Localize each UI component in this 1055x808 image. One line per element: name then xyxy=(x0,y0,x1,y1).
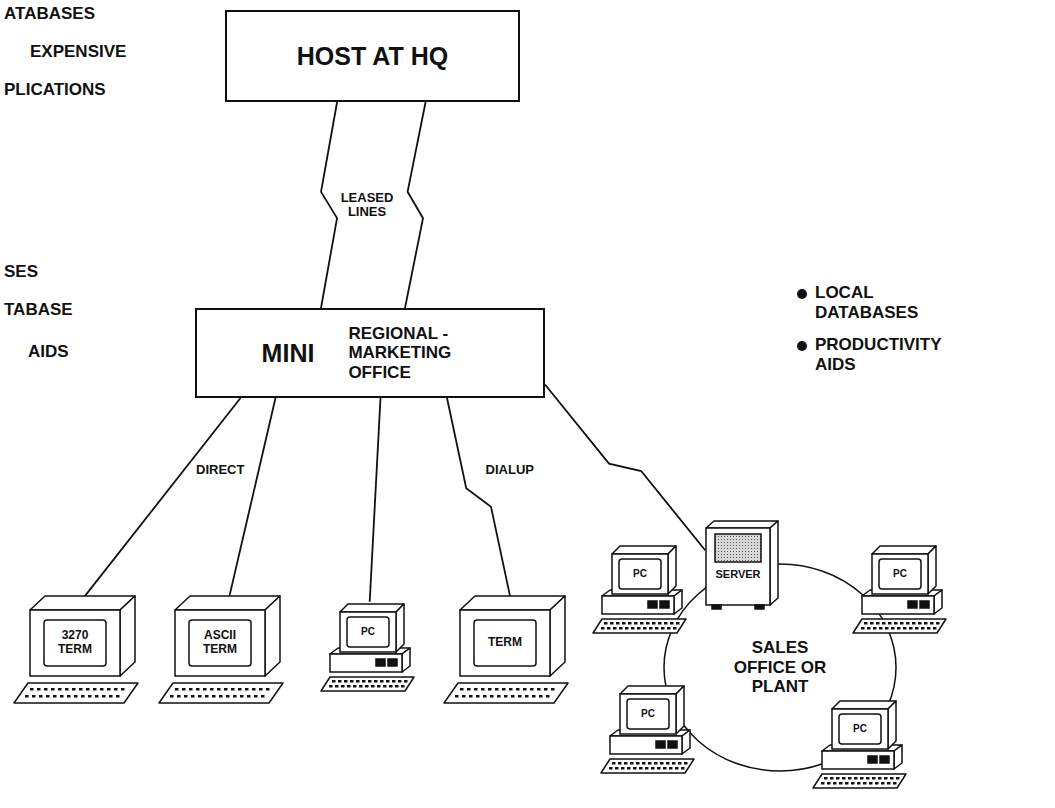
text-area: TERM xyxy=(476,622,534,664)
node-text: PC xyxy=(633,568,647,580)
text-area: PC xyxy=(880,560,920,588)
note-label: TABASE xyxy=(4,300,73,320)
connector-line xyxy=(370,398,381,602)
note-label: LOCAL DATABASES xyxy=(815,283,960,322)
node-text: REGIONAL - MARKETING OFFICE xyxy=(348,324,478,383)
node-text: PC xyxy=(853,723,867,735)
connector-line xyxy=(321,102,337,308)
text-area: PC xyxy=(620,560,660,588)
node-text: MINI xyxy=(262,339,315,368)
connector-line xyxy=(84,398,240,597)
pc-workstation: PC xyxy=(598,680,708,775)
terminal: TERM xyxy=(440,590,575,705)
text-area: SALES OFFICE OR PLANT xyxy=(725,600,835,735)
node-text: TERM xyxy=(488,636,522,650)
connector-line xyxy=(229,398,275,597)
connector-label: DIRECT xyxy=(194,461,246,477)
note-label: PLICATIONS xyxy=(4,80,106,100)
server-drawing xyxy=(700,518,786,610)
note-label: PRODUCTIVITY AIDS xyxy=(815,335,960,374)
text-area: 3270 TERM xyxy=(46,622,104,664)
connector-line xyxy=(545,385,705,551)
pc-workstation: PC xyxy=(850,540,960,635)
text-area: PC xyxy=(840,715,880,743)
node-text: PC xyxy=(361,626,375,638)
node-text: HOST AT HQ xyxy=(297,42,448,71)
note-label: EXPENSIVE xyxy=(30,42,126,62)
terminal: ASCII TERM xyxy=(155,590,290,705)
text-area: PC xyxy=(628,700,668,728)
bullet-dots xyxy=(797,289,807,351)
node-text: SERVER xyxy=(715,568,760,581)
pc-workstation: PC xyxy=(810,695,920,790)
connectors xyxy=(84,102,705,602)
note-label: AIDS xyxy=(28,342,69,362)
pc-workstation: PC xyxy=(318,598,428,693)
pc-workstation-drawing xyxy=(318,598,428,693)
pc-workstation-drawing xyxy=(590,540,700,635)
note-label: SES xyxy=(4,262,38,282)
node-text: SALES OFFICE OR PLANT xyxy=(725,638,835,697)
host-box: HOST AT HQ xyxy=(225,10,520,102)
bullet-dot xyxy=(797,289,807,299)
node-text: PC xyxy=(893,568,907,580)
connector-line xyxy=(405,102,426,308)
mini-box: MINI REGIONAL - MARKETING OFFICE xyxy=(195,308,545,398)
terminal: 3270 TERM xyxy=(10,590,145,705)
connector-label: DIALUP xyxy=(484,461,536,477)
text-area: SERVER xyxy=(707,565,769,583)
connector-label: LEASED LINES xyxy=(339,190,396,221)
pc-workstation-drawing xyxy=(850,540,960,635)
node-text: ASCII TERM xyxy=(191,629,249,657)
note-label: ATABASES xyxy=(4,4,95,24)
node-text: 3270 TERM xyxy=(46,629,104,657)
bullet-dot xyxy=(797,341,807,351)
text-area: PC xyxy=(348,618,388,646)
node-text: PC xyxy=(641,708,655,720)
text-area: ASCII TERM xyxy=(191,622,249,664)
connector-line xyxy=(447,398,510,597)
pc-workstation: PC xyxy=(590,540,700,635)
pc-workstation-drawing xyxy=(598,680,708,775)
server: SERVER xyxy=(700,518,786,610)
pc-workstation-drawing xyxy=(810,695,920,790)
